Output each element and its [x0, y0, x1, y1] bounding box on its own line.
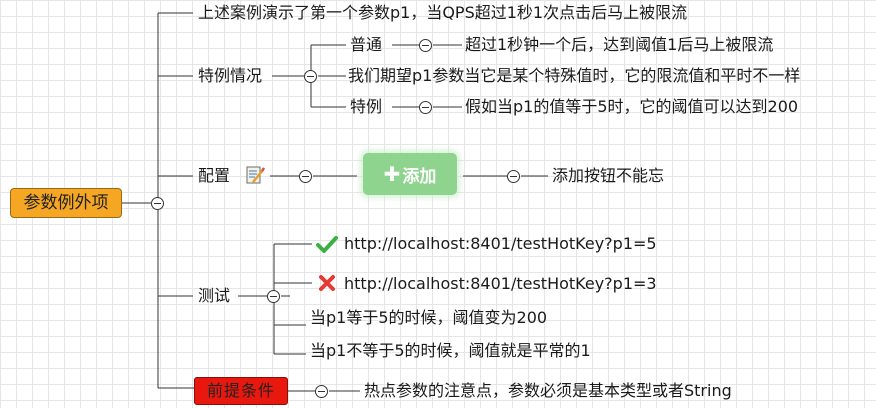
- collapse-toggle-normal[interactable]: [419, 39, 432, 52]
- cross-icon: [318, 274, 336, 296]
- node-normal[interactable]: 普通: [350, 35, 383, 54]
- node-special[interactable]: 特例: [350, 97, 383, 116]
- add-button[interactable]: ✚ 添加: [363, 153, 457, 195]
- collapse-toggle-special[interactable]: [419, 101, 432, 114]
- add-button-label: 添加: [402, 166, 437, 187]
- collapse-toggle-add-note[interactable]: [507, 170, 520, 183]
- branch-config[interactable]: 配置: [198, 166, 231, 185]
- check-icon: [316, 236, 338, 258]
- node-add-note[interactable]: 添加按钮不能忘: [552, 166, 665, 185]
- memo-icon: [245, 165, 266, 189]
- collapse-toggle-special-cases[interactable]: [304, 70, 317, 83]
- test-note-p1-equals-5[interactable]: 当p1等于5的时候，阈值变为200: [310, 308, 548, 327]
- root-node[interactable]: 参数例外项: [10, 188, 122, 218]
- prerequisite-node[interactable]: 前提条件: [194, 377, 288, 405]
- collapse-toggle-config[interactable]: [299, 170, 312, 183]
- test-url-p1-3[interactable]: http://localhost:8401/testHotKey?p1=3: [344, 274, 657, 293]
- collapse-toggle-prerequisite[interactable]: [315, 385, 328, 398]
- prerequisite-note[interactable]: 热点参数的注意点，参数必须是基本类型或者String: [364, 381, 732, 400]
- branch-special-cases[interactable]: 特例情况: [198, 66, 263, 85]
- node-special-note[interactable]: 假如当p1的值等于5时，它的阈值可以达到200: [465, 97, 799, 116]
- collapse-toggle-root[interactable]: [151, 197, 164, 210]
- branch-test[interactable]: 测试: [198, 286, 231, 305]
- test-url-p1-5[interactable]: http://localhost:8401/testHotKey?p1=5: [344, 234, 657, 253]
- collapse-toggle-test[interactable]: [267, 290, 280, 303]
- branch-demo-note[interactable]: 上述案例演示了第一个参数p1，当QPS超过1秒1次点击后马上被限流: [198, 3, 688, 22]
- node-expectation[interactable]: 我们期望p1参数当它是某个特殊值时，它的限流值和平时不一样: [348, 66, 801, 85]
- plus-icon: ✚: [383, 162, 401, 186]
- test-note-p1-not-5[interactable]: 当p1不等于5的时候，阈值就是平常的1: [310, 341, 591, 360]
- node-normal-note[interactable]: 超过1秒钟一个后，达到阈值1后马上被限流: [465, 35, 774, 54]
